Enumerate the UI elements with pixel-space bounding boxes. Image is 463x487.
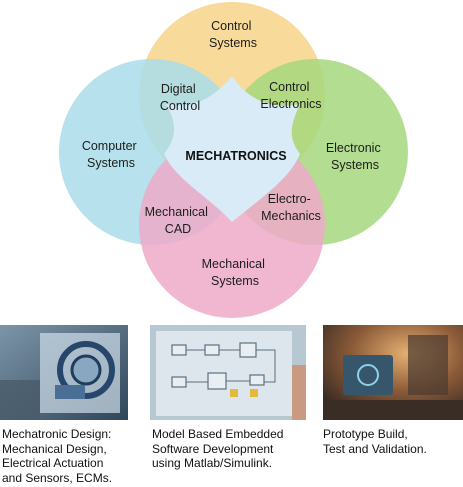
center-region [164,76,300,222]
cad-engineering-photo [0,325,128,420]
label-mechanical-systems: Mechanical Systems [202,257,269,288]
caption-line: Mechanical Design, [2,441,107,456]
caption-line: and Sensors, ECMs. [2,470,113,485]
caption-line: Electrical Actuation [2,456,104,470]
label-electro-mechanics: Electro- Mechanics [261,192,321,223]
label-control-systems: Control Systems [209,19,257,50]
mechatronics-venn-diagram: Control Systems Computer Systems Electro… [59,2,408,318]
workshop-testing-photo [323,325,463,420]
caption-line: Mechatronic Design: [2,427,112,441]
label-digital-control: Digital Control [160,82,200,113]
label-computer-systems: Computer Systems [82,139,140,170]
label-control-electronics: Control Electronics [260,80,321,111]
label-mechanical-cad: Mechanical CAD [145,205,212,236]
caption-line: Software Development [152,441,274,456]
label-mechatronics: MECHATRONICS [185,149,286,163]
caption-mechatronic-design: Mechatronic Design: Mechanical Design, E… [2,427,112,485]
label-electronic-systems: Electronic Systems [326,141,384,172]
caption-line: Prototype Build, [323,427,408,441]
caption-line: using Matlab/Simulink. [152,456,273,470]
caption-model-based-software: Model Based Embedded Software Developmen… [152,427,283,471]
caption-line: Model Based Embedded [152,427,284,441]
simulink-model-photo [150,325,306,420]
caption-line: Test and Validation. [323,441,427,456]
caption-prototype-build: Prototype Build, Test and Validation. [323,427,427,456]
